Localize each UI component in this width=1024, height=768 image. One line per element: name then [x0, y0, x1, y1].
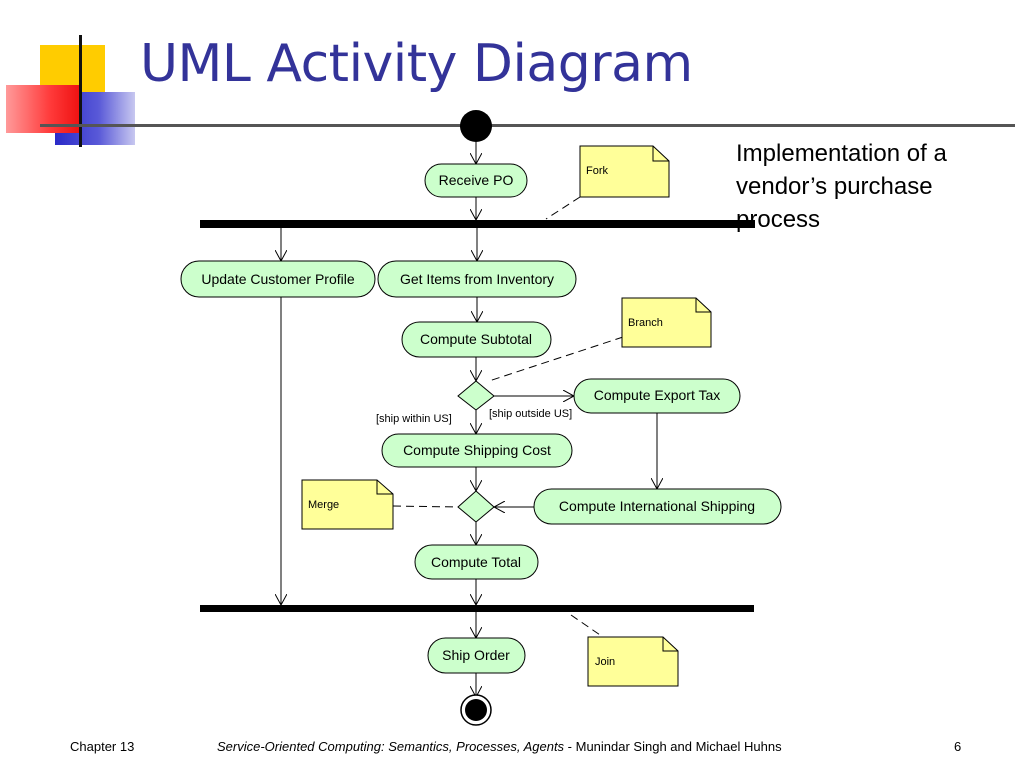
footer-chapter: Chapter 13: [70, 739, 135, 754]
merge-node: [457, 490, 495, 523]
note-label: Fork: [586, 165, 609, 177]
activity-receive-po: Receive PO: [424, 163, 528, 198]
note-branch: Branch: [621, 297, 712, 348]
note-anchor-branch: [488, 336, 624, 382]
activity-label: Receive PO: [439, 172, 514, 188]
activity-compute-export-tax: Compute Export Tax: [573, 378, 741, 414]
note-label: Branch: [628, 317, 663, 329]
activity-label: Compute Subtotal: [420, 331, 532, 347]
join-bar: [200, 605, 754, 612]
activity-compute-subtotal: Compute Subtotal: [401, 321, 552, 358]
note-shape: [587, 636, 679, 687]
footer-reference: Service-Oriented Computing: Semantics, P…: [217, 739, 782, 754]
fork-bar: [200, 220, 755, 228]
activity-label: Compute Export Tax: [594, 387, 721, 403]
note-fold: [652, 146, 669, 162]
activity-label: Compute International Shipping: [559, 498, 755, 514]
footer-book-title: Service-Oriented Computing: Semantics, P…: [217, 739, 565, 754]
decor-vertical-line: [79, 35, 82, 147]
guard-ship-within-us: [ship within US]: [376, 413, 452, 425]
note-merge: Merge: [301, 479, 394, 530]
note-shape: [621, 297, 712, 348]
activity-shape: [427, 637, 526, 674]
activity-label: Get Items from Inventory: [400, 271, 554, 287]
note-fold: [662, 637, 678, 652]
activity-shape: [401, 321, 552, 358]
activity-get-items-from-inventory: Get Items from Inventory: [377, 260, 577, 298]
note-label: Merge: [308, 499, 339, 511]
activity-shape: [377, 260, 577, 298]
activity-compute-international-shipping: Compute International Shipping: [533, 488, 782, 525]
activity-update-customer-profile: Update Customer Profile: [180, 260, 376, 298]
note-fork: Fork: [579, 145, 670, 198]
activity-compute-shipping-cost: Compute Shipping Cost: [381, 433, 573, 468]
activity-shape: [424, 163, 528, 198]
activity-label: Update Customer Profile: [201, 271, 355, 287]
slide-subtitle: Implementation of a vendor’s purchase pr…: [736, 140, 947, 233]
footer-authors: - Munindar Singh and Michael Huhns: [564, 739, 782, 754]
note-fold: [376, 480, 393, 495]
activity-label: Compute Total: [431, 554, 521, 570]
note-label: Join: [595, 656, 615, 668]
activity-label: Ship Order: [442, 647, 510, 663]
activity-shape: [381, 433, 573, 468]
note-anchor-join: [570, 614, 604, 638]
note-anchor-merge: [392, 505, 460, 508]
activity-shape: [533, 488, 782, 525]
note-anchor-fork: [545, 196, 581, 220]
note-join: Join: [587, 636, 679, 687]
activity-ship-order: Ship Order: [427, 637, 526, 674]
final-node: [465, 699, 487, 721]
note-fold: [695, 298, 711, 313]
note-shape: [301, 479, 394, 530]
activity-label: Compute Shipping Cost: [403, 442, 551, 458]
activity-shape: [414, 544, 539, 580]
title-underline: [40, 124, 1015, 127]
branch-decision: [457, 380, 495, 411]
activity-compute-total: Compute Total: [414, 544, 539, 580]
activity-shape: [573, 378, 741, 414]
initial-node: [460, 110, 492, 142]
activity-shape: [180, 260, 376, 298]
slide-title: UML Activity Diagram: [140, 34, 693, 94]
guard-ship-outside-us: [ship outside US]: [489, 408, 572, 420]
note-shape: [579, 145, 670, 198]
footer-page-number: 6: [954, 739, 962, 754]
